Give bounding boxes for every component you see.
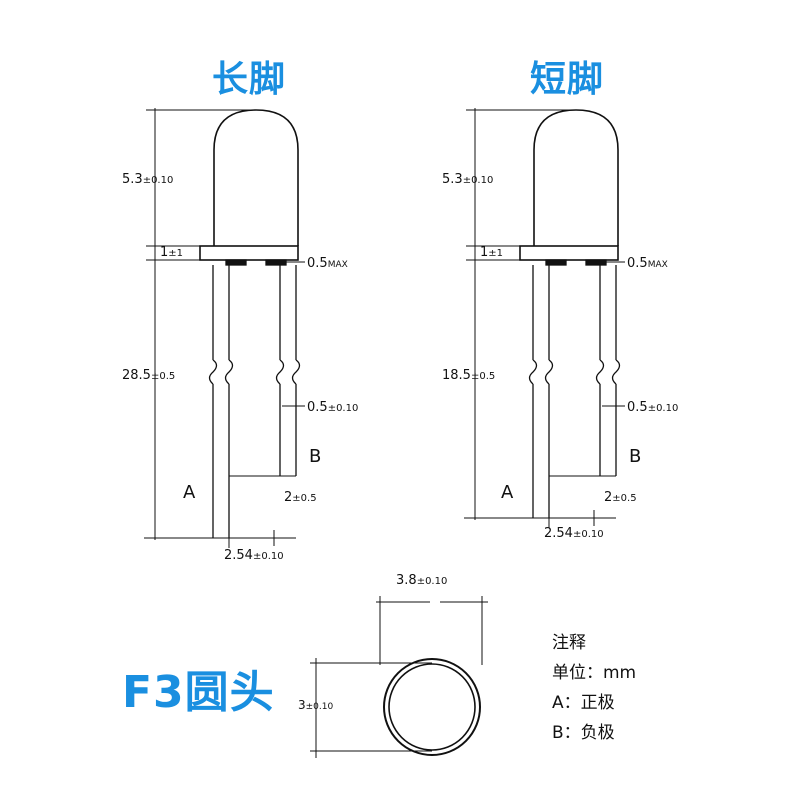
short-lead-length-label: 18.5±0.5 bbox=[442, 368, 495, 383]
short-flange-label: 1±1 bbox=[480, 245, 503, 260]
long-leg-title: 长脚 bbox=[212, 59, 287, 100]
outer-diameter-label: 3.8±0.10 bbox=[396, 573, 447, 588]
long-led-outline bbox=[199, 109, 301, 538]
notes-a: A：正极 bbox=[552, 693, 615, 713]
short-label-a: A bbox=[501, 482, 514, 503]
short-label-b: B bbox=[629, 446, 641, 467]
notes-panel: 注释 单位：mm A：正极 B：负极 bbox=[552, 628, 636, 748]
long-pitch-label: 2.54±0.10 bbox=[224, 548, 284, 563]
long-dome-height-label: 5.3±0.10 bbox=[122, 172, 173, 187]
long-lead-width-label: 0.5±0.10 bbox=[307, 400, 358, 415]
notes-unit: 单位：mm bbox=[552, 663, 637, 683]
notes-b: B：负极 bbox=[552, 723, 615, 743]
body-diameter-label: 3±0.10 bbox=[298, 698, 333, 712]
short-lead-width-label: 0.5±0.10 bbox=[627, 400, 678, 415]
long-lead-spacing-label: 2±0.5 bbox=[284, 490, 317, 505]
notes-heading: 注释 bbox=[552, 633, 586, 653]
short-flange-max-label: 0.5MAX bbox=[627, 256, 668, 271]
long-flange-label: 1±1 bbox=[160, 245, 183, 260]
top-view-outline bbox=[383, 658, 481, 756]
short-led-outline bbox=[519, 109, 621, 518]
short-leg-title: 短脚 bbox=[530, 59, 605, 100]
short-dimension-lines bbox=[464, 108, 625, 528]
short-pitch-label: 2.54±0.10 bbox=[544, 526, 604, 541]
short-lead-spacing-label: 2±0.5 bbox=[604, 490, 637, 505]
long-label-b: B bbox=[309, 446, 321, 467]
long-label-a: A bbox=[183, 482, 196, 503]
short-dome-height-label: 5.3±0.10 bbox=[442, 172, 493, 187]
long-flange-max-label: 0.5MAX bbox=[307, 256, 348, 271]
head-type-title: F3圆头 bbox=[122, 667, 275, 718]
long-lead-length-label: 28.5±0.5 bbox=[122, 368, 175, 383]
top-view-dimension-lines bbox=[310, 596, 488, 758]
long-dimension-lines bbox=[144, 108, 305, 548]
